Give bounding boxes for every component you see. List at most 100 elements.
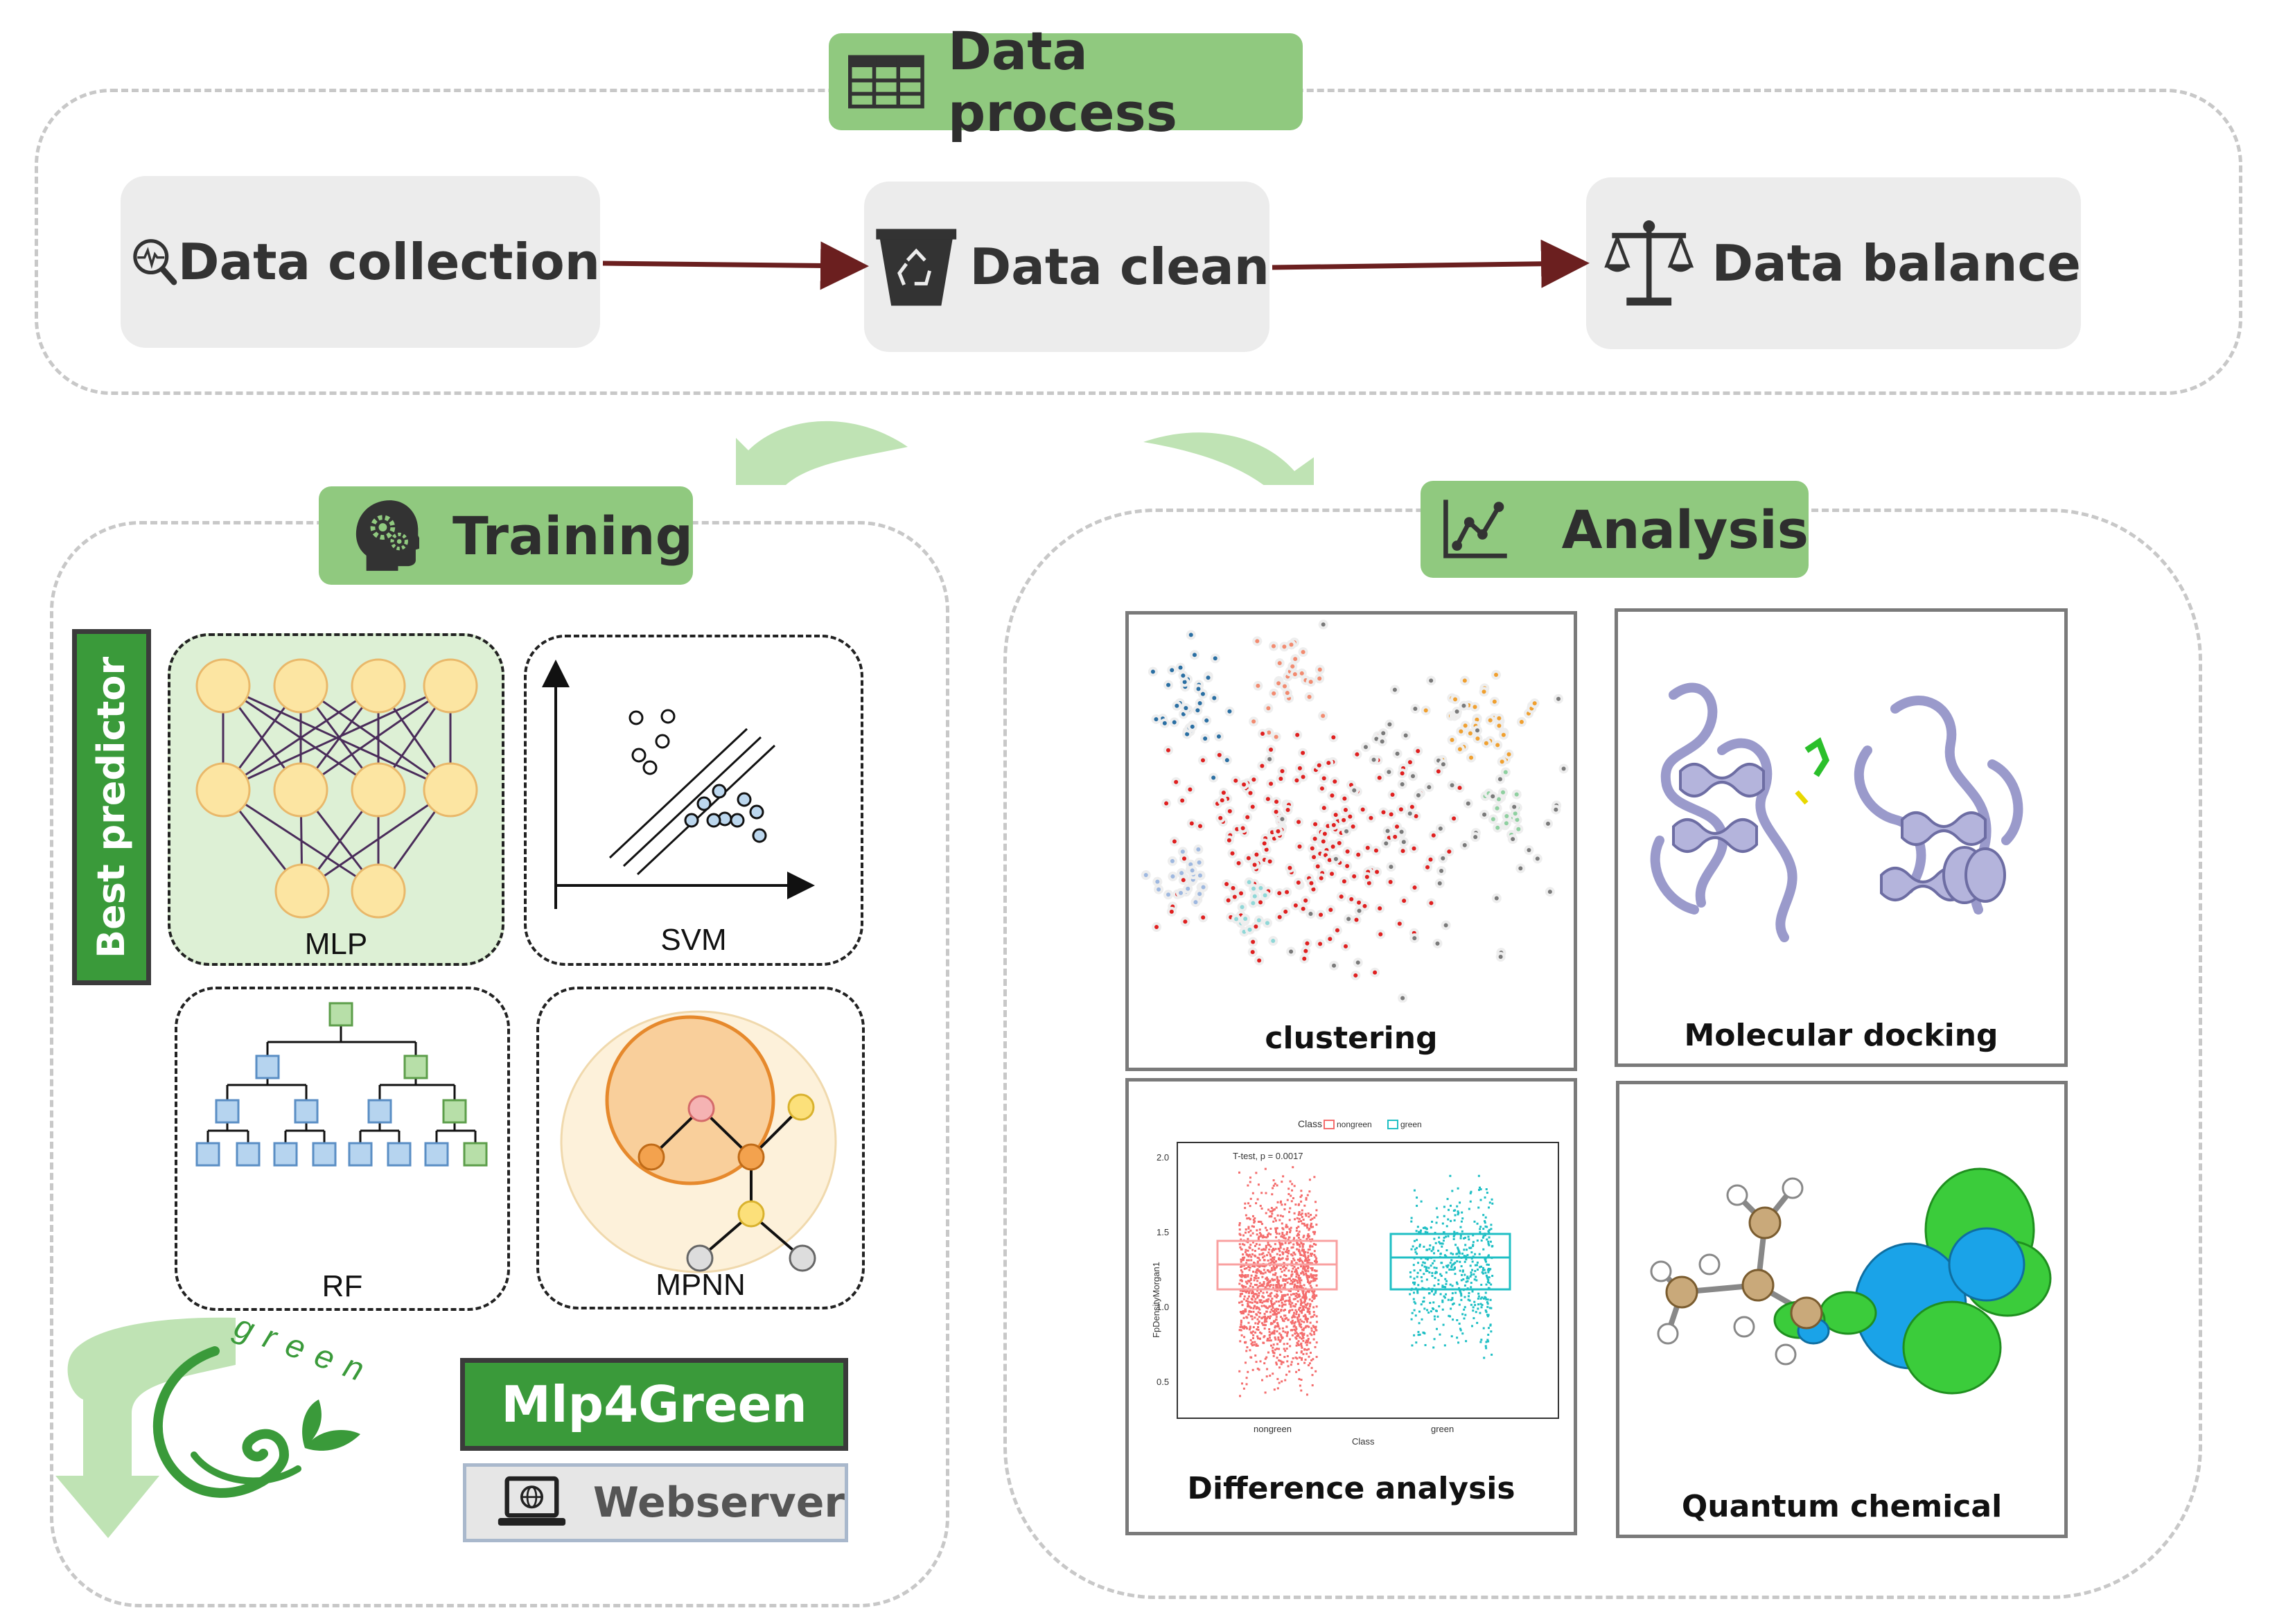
box-jitter-point <box>1410 1248 1413 1251</box>
box-jitter-point <box>1312 1230 1315 1233</box>
cluster-point <box>1179 871 1184 876</box>
box-jitter-point <box>1291 1273 1294 1276</box>
data-collection-box: Data collection <box>121 176 600 348</box>
box-jitter-point <box>1443 1296 1446 1299</box>
box-jitter-point <box>1260 1322 1263 1325</box>
box-jitter-point <box>1294 1321 1296 1323</box>
box-jitter-point <box>1274 1217 1276 1220</box>
cluster-point <box>1256 683 1260 688</box>
box-jitter-point <box>1286 1332 1289 1335</box>
cluster-point <box>1197 873 1202 878</box>
box-jitter-point <box>1446 1198 1449 1201</box>
box-jitter-point <box>1486 1303 1489 1305</box>
cluster-point <box>1328 908 1333 912</box>
cluster-point <box>1296 820 1301 824</box>
box-jitter-point <box>1303 1254 1306 1257</box>
box-jitter-point <box>1251 1289 1254 1292</box>
box-jitter-point <box>1257 1277 1260 1280</box>
box-jitter-point <box>1274 1230 1277 1233</box>
box-jitter-point <box>1303 1334 1305 1336</box>
cluster-point <box>1491 794 1495 799</box>
box-jitter-point <box>1249 1205 1251 1208</box>
box-jitter-point <box>1416 1204 1418 1207</box>
box-xlabel: Class <box>1352 1436 1375 1447</box>
box-jitter-point <box>1484 1296 1486 1298</box>
box-jitter-point <box>1280 1235 1283 1238</box>
box-jitter-point <box>1484 1225 1487 1228</box>
box-jitter-point <box>1295 1344 1298 1347</box>
box-jitter-point <box>1465 1280 1468 1283</box>
box-jitter-point <box>1486 1192 1488 1194</box>
cluster-point <box>1303 898 1308 903</box>
webserver-button[interactable]: Webserver <box>463 1463 848 1542</box>
box-jitter-point <box>1487 1240 1490 1243</box>
box-jitter-point <box>1258 1257 1260 1260</box>
box-jitter-point <box>1294 1218 1296 1221</box>
box-jitter-point <box>1260 1221 1263 1224</box>
box-jitter-point <box>1278 1366 1281 1369</box>
cluster-point <box>1239 891 1244 896</box>
box-jitter-point <box>1476 1268 1479 1271</box>
box-jitter-point <box>1307 1248 1310 1251</box>
box-jitter-point <box>1263 1265 1266 1268</box>
cluster-point <box>1250 950 1255 955</box>
box-jitter-point <box>1265 1236 1268 1239</box>
box-jitter-point <box>1296 1320 1299 1323</box>
box-jitter-point <box>1430 1310 1432 1313</box>
box-jitter-point <box>1240 1292 1243 1295</box>
box-jitter-point <box>1270 1301 1273 1304</box>
box-jitter-point <box>1290 1226 1292 1229</box>
box-jitter-point <box>1468 1208 1470 1210</box>
box-jitter-point <box>1283 1309 1285 1312</box>
box-jitter-point <box>1423 1262 1426 1264</box>
box-jitter-point <box>1281 1231 1284 1234</box>
box-jitter-point <box>1308 1190 1311 1193</box>
box-jitter-point <box>1315 1244 1317 1246</box>
cluster-point <box>1252 863 1257 867</box>
cluster-point <box>1512 804 1517 809</box>
cluster-point <box>1277 915 1282 919</box>
box-jitter-point <box>1281 1361 1283 1363</box>
box-jitter-point <box>1427 1266 1430 1269</box>
box-jitter-point <box>1308 1305 1311 1308</box>
box-jitter-point <box>1275 1313 1278 1316</box>
box-jitter-point <box>1301 1346 1303 1349</box>
box-jitter-point <box>1289 1345 1292 1348</box>
box-jitter-point <box>1241 1273 1244 1276</box>
box-jitter-point <box>1281 1294 1283 1297</box>
cluster-point <box>1381 810 1386 815</box>
cluster-point <box>1315 864 1320 869</box>
cluster-point <box>1301 906 1305 911</box>
box-ylabel: FpDensityMorgan1 <box>1151 1262 1161 1338</box>
box-jitter-point <box>1478 1253 1481 1255</box>
box-jitter-point <box>1302 1307 1305 1309</box>
box-jitter-point <box>1449 1262 1452 1264</box>
box-jitter-point <box>1273 1262 1276 1264</box>
box-jitter-point <box>1452 1253 1454 1255</box>
box-jitter-point <box>1251 1341 1254 1343</box>
box-jitter-point <box>1247 1297 1249 1300</box>
box-jitter-point <box>1417 1331 1420 1334</box>
cluster-point <box>1482 812 1487 817</box>
box-jitter-point <box>1288 1210 1291 1213</box>
cluster-point <box>1154 925 1159 930</box>
box-jitter-point <box>1315 1321 1318 1323</box>
box-jitter-point <box>1272 1256 1274 1259</box>
cluster-point <box>1188 862 1193 867</box>
cluster-point <box>1395 824 1400 829</box>
cluster-point <box>1319 876 1324 881</box>
cluster-point <box>1179 890 1184 895</box>
box-jitter-point <box>1411 1344 1414 1347</box>
box-jitter-point <box>1255 1284 1258 1287</box>
box-jitter-point <box>1421 1318 1423 1321</box>
box-jitter-point <box>1277 1339 1280 1341</box>
box-jitter-point <box>1244 1231 1247 1234</box>
box-jitter-point <box>1315 1209 1318 1212</box>
box-jitter-point <box>1442 1239 1445 1242</box>
cluster-point <box>1319 912 1324 917</box>
cluster-point <box>1274 809 1278 814</box>
cluster-point <box>1345 863 1350 868</box>
box-jitter-point <box>1299 1245 1301 1248</box>
box-jitter-point <box>1268 1248 1271 1251</box>
box-jitter-point <box>1245 1290 1247 1293</box>
